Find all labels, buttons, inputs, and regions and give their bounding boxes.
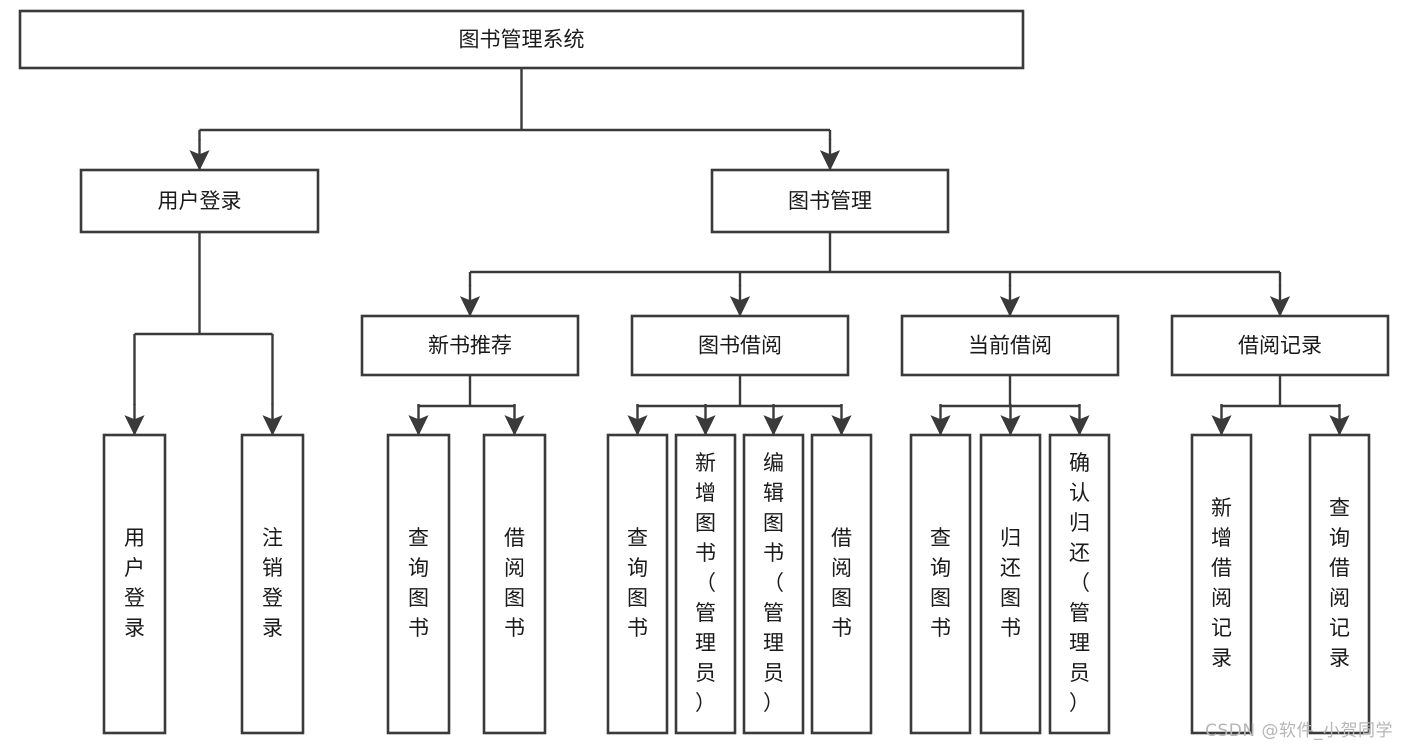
node-box-cb-query-book bbox=[909, 433, 972, 735]
node-box-cb-return-book bbox=[979, 433, 1042, 735]
node-box-book-borrow bbox=[630, 314, 850, 377]
node-bb-add-book[interactable]: 新增图书（管理员） bbox=[674, 433, 737, 735]
node-box-bb-edit-book bbox=[742, 433, 805, 735]
node-box-user-logout bbox=[240, 433, 305, 735]
node-label-bb-query-book: 查询图书 bbox=[627, 526, 648, 640]
node-label-new-book-rec: 新书推荐 bbox=[428, 334, 512, 358]
node-book-manage[interactable]: 图书管理 bbox=[710, 168, 950, 234]
node-label-book-manage: 图书管理 bbox=[788, 189, 872, 213]
node-label-nbr-borrow-book: 借阅图书 bbox=[504, 526, 525, 640]
node-box-nbr-borrow-book bbox=[482, 433, 547, 735]
node-box-cb-confirm-return bbox=[1048, 433, 1111, 735]
node-label-bb-add-book: 新增图书（管理员） bbox=[695, 451, 716, 715]
node-user-login-do[interactable]: 用户登录 bbox=[102, 433, 167, 735]
node-label-cb-return-book: 归还图书 bbox=[1000, 526, 1021, 640]
node-current-borrow[interactable]: 当前借阅 bbox=[900, 314, 1120, 377]
node-box-br-query-record bbox=[1308, 433, 1371, 735]
node-box-root bbox=[18, 9, 1025, 70]
node-box-borrow-record bbox=[1170, 314, 1390, 377]
node-label-br-query-record: 查询借阅记录 bbox=[1329, 496, 1350, 670]
node-root[interactable]: 图书管理系统 bbox=[18, 9, 1025, 70]
node-nbr-query-book[interactable]: 查询图书 bbox=[386, 433, 451, 735]
node-label-nbr-query-book: 查询图书 bbox=[408, 526, 429, 640]
node-br-query-record[interactable]: 查询借阅记录 bbox=[1308, 433, 1371, 735]
node-bb-borrow-book[interactable]: 借阅图书 bbox=[810, 433, 873, 735]
node-label-user-login: 用户登录 bbox=[158, 189, 242, 213]
node-box-bb-query-book bbox=[606, 433, 669, 735]
nodes-layer: 图书管理系统用户登录用户登录注销登录图书管理新书推荐查询图书借阅图书图书借阅查询… bbox=[18, 9, 1390, 735]
node-box-book-manage bbox=[710, 168, 950, 234]
node-label-cb-confirm-return: 确认归还（管理员） bbox=[1069, 451, 1090, 715]
node-label-current-borrow: 当前借阅 bbox=[968, 334, 1052, 358]
node-label-cb-query-book: 查询图书 bbox=[930, 526, 951, 640]
node-bb-edit-book[interactable]: 编辑图书（管理员） bbox=[742, 433, 805, 735]
node-label-borrow-record: 借阅记录 bbox=[1238, 334, 1322, 358]
node-label-bb-edit-book: 编辑图书（管理员） bbox=[763, 451, 784, 715]
node-box-nbr-query-book bbox=[386, 433, 451, 735]
edges-layer bbox=[124, 68, 1350, 436]
node-label-user-logout: 注销登录 bbox=[262, 526, 283, 640]
node-label-root: 图书管理系统 bbox=[459, 28, 585, 52]
node-cb-return-book[interactable]: 归还图书 bbox=[979, 433, 1042, 735]
node-user-login[interactable]: 用户登录 bbox=[79, 168, 320, 234]
node-user-logout[interactable]: 注销登录 bbox=[240, 433, 305, 735]
node-box-current-borrow bbox=[900, 314, 1120, 377]
node-box-new-book-rec bbox=[360, 314, 580, 377]
node-box-br-add-record bbox=[1190, 433, 1253, 735]
node-book-borrow[interactable]: 图书借阅 bbox=[630, 314, 850, 377]
node-box-bb-add-book bbox=[674, 433, 737, 735]
node-box-bb-borrow-book bbox=[810, 433, 873, 735]
node-borrow-record[interactable]: 借阅记录 bbox=[1170, 314, 1390, 377]
node-nbr-borrow-book[interactable]: 借阅图书 bbox=[482, 433, 547, 735]
node-label-book-borrow: 图书借阅 bbox=[698, 334, 782, 358]
node-label-br-add-record: 新增借阅记录 bbox=[1211, 496, 1232, 670]
node-label-user-login-do: 用户登录 bbox=[124, 526, 145, 640]
node-br-add-record[interactable]: 新增借阅记录 bbox=[1190, 433, 1253, 735]
node-cb-confirm-return[interactable]: 确认归还（管理员） bbox=[1048, 433, 1111, 735]
node-bb-query-book[interactable]: 查询图书 bbox=[606, 433, 669, 735]
node-new-book-rec[interactable]: 新书推荐 bbox=[360, 314, 580, 377]
node-label-bb-borrow-book: 借阅图书 bbox=[831, 526, 852, 640]
node-box-user-login bbox=[79, 168, 320, 234]
node-box-user-login-do bbox=[102, 433, 167, 735]
node-cb-query-book[interactable]: 查询图书 bbox=[909, 433, 972, 735]
